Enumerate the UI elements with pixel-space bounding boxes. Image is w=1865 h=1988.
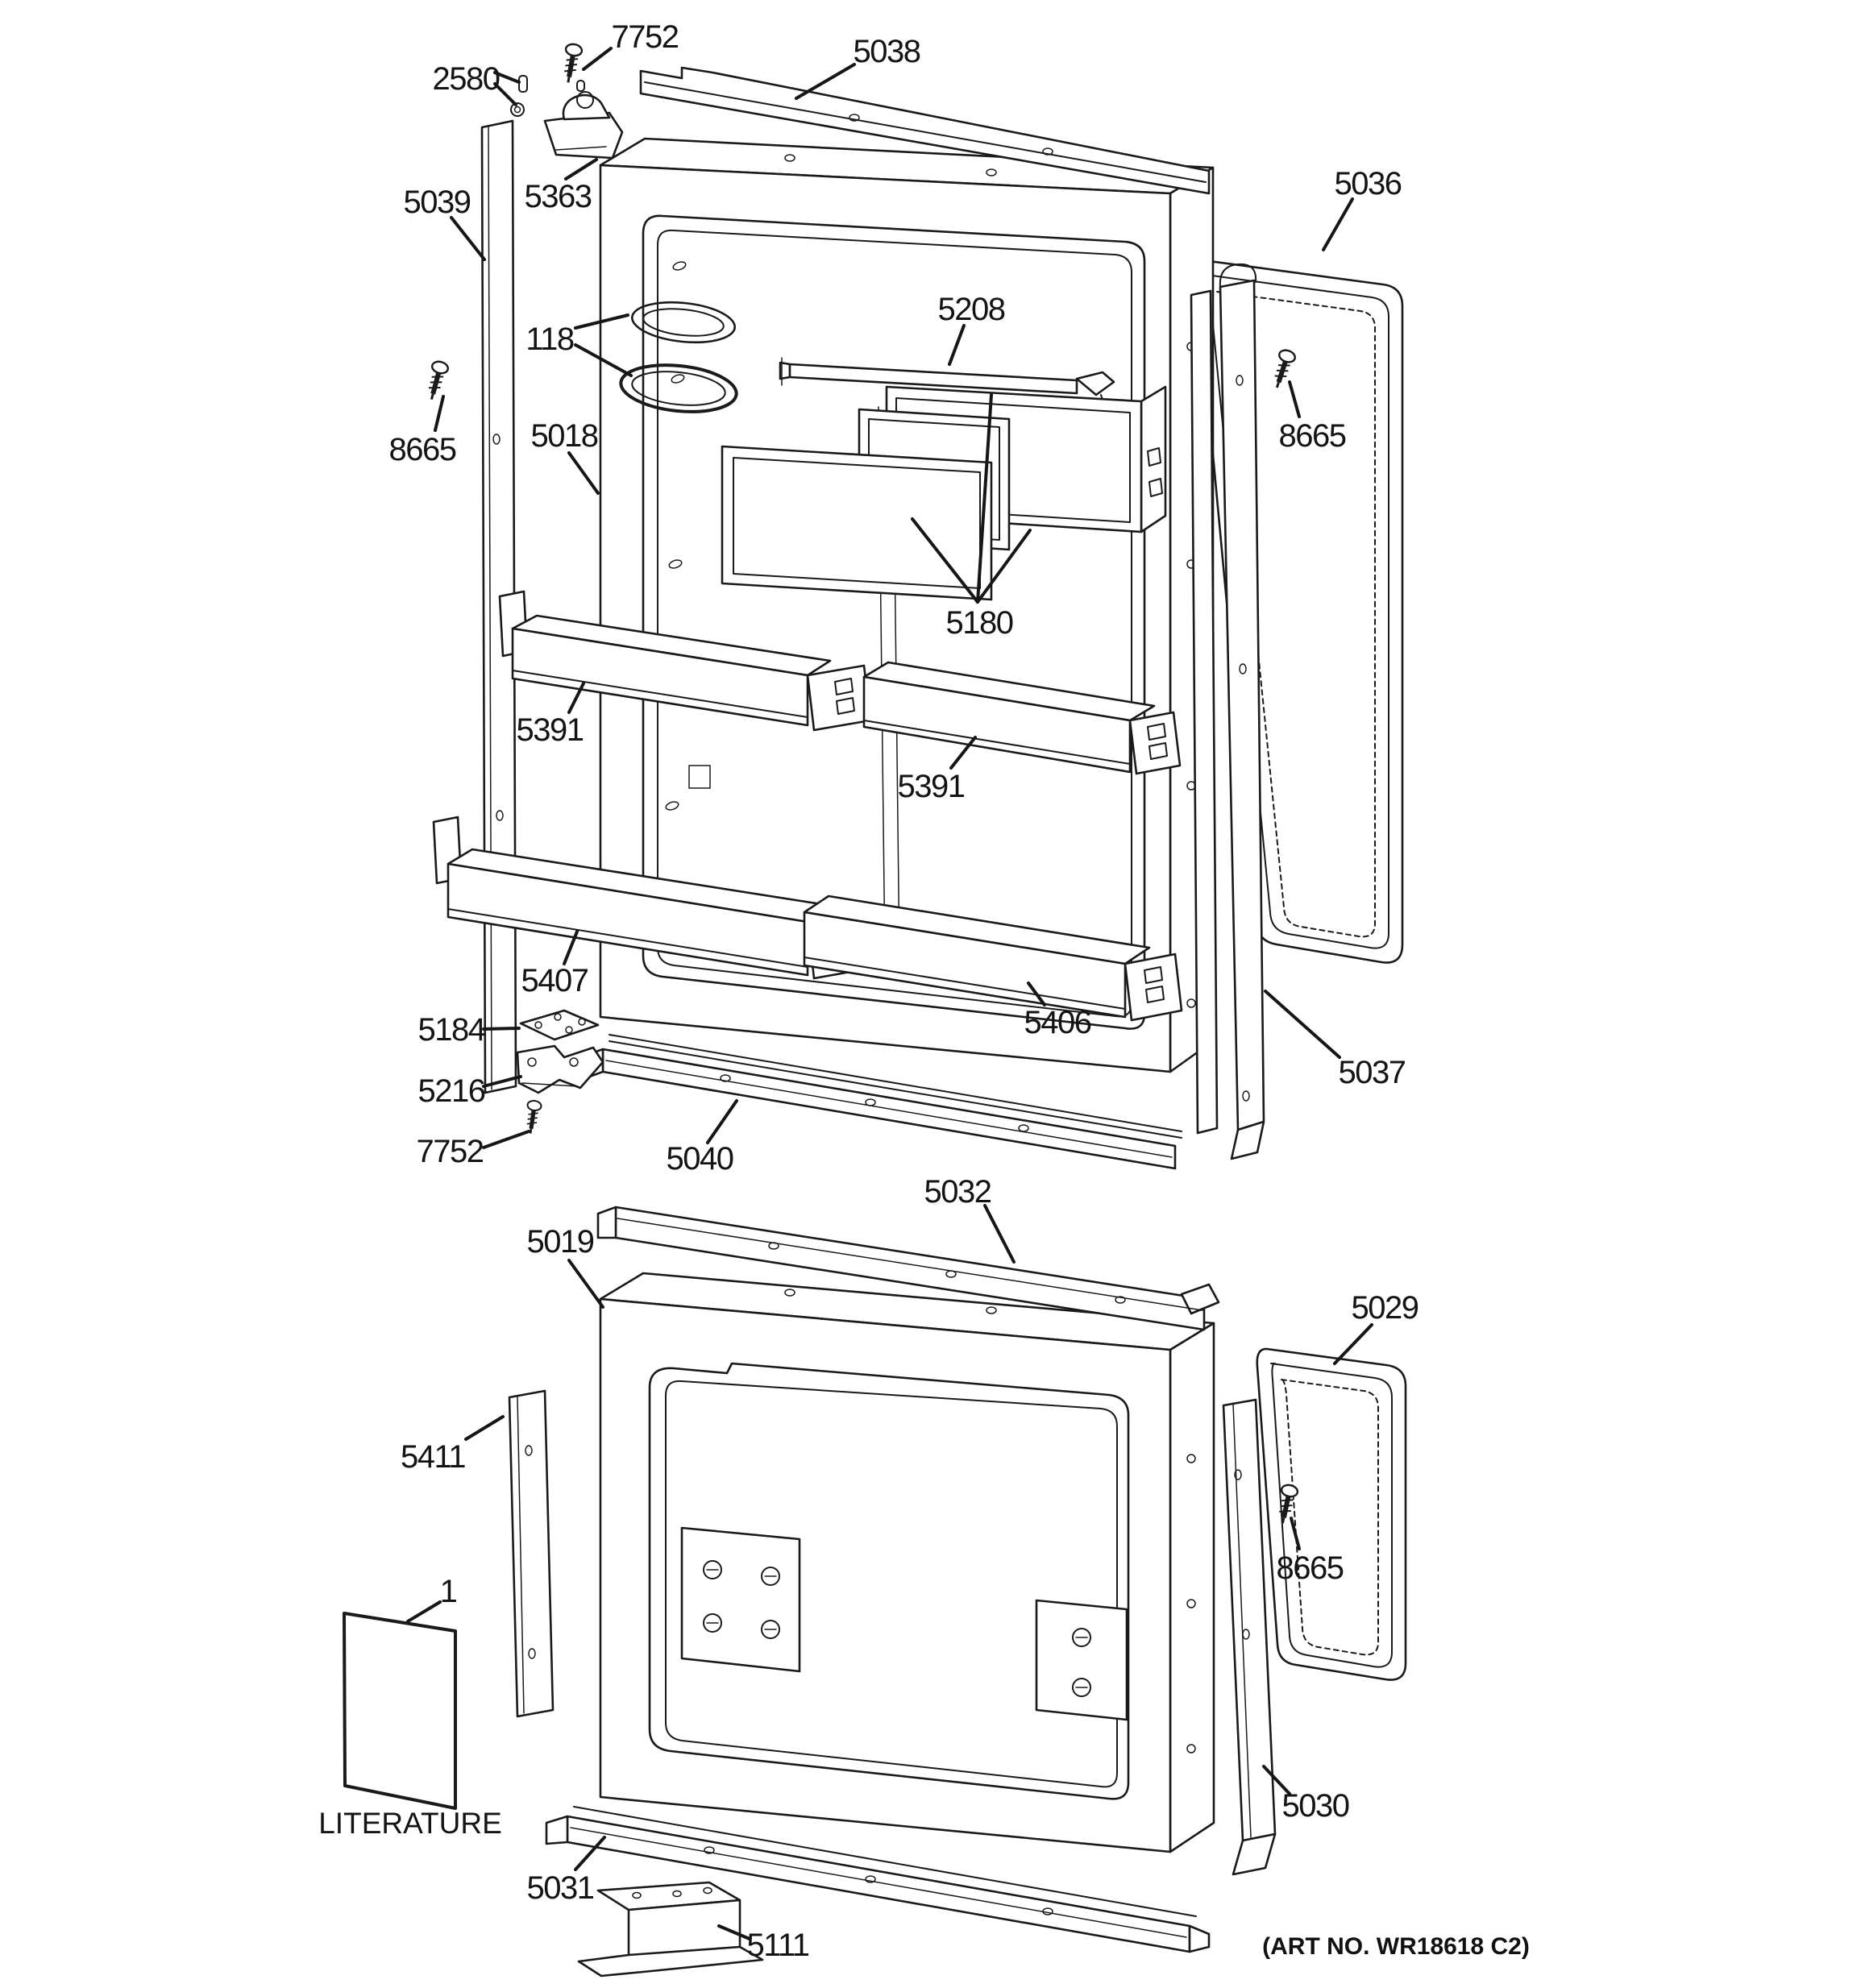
part-5030-side-trim [1222,1398,1277,1876]
callout-leader-5037 [1264,990,1341,1059]
callouts-layer: 7752 2580 5038 5363 5039 5036 118 8665 5018 5208 8… [389,19,1420,1963]
callout-5391-right: 5391 [898,769,965,804]
callout-leader-5407 [563,930,579,965]
part-5039-side-trim [480,119,517,1094]
callout-5208: 5208 [938,292,1005,327]
callout-leader-7752-top [582,47,613,71]
callout-5037: 5037 [1339,1055,1406,1090]
part-5019-freezer-door [599,1272,1215,1853]
screw-icon-7752-bottom [524,1100,542,1135]
callout-leader-8665-left [434,395,445,432]
callout-5018: 5018 [531,418,598,454]
part-5032-freezer-top-trim-bar [596,1206,1220,1331]
callout-leader-5018 [567,451,600,495]
callout-leader-5180 [911,517,979,604]
callout-leader-5391-right [949,736,977,770]
callout-5036: 5036 [1335,166,1402,201]
callout-leader-5032 [983,1204,1016,1264]
callout-leader-2580-1 [493,82,517,106]
screw-icon-7752-top [560,43,583,84]
part-5031-freezer-bottom-trim-bar [545,1806,1211,1953]
hinge-plate-left [680,1526,801,1673]
callout-5184: 5184 [418,1012,486,1048]
part-5111-mounting-bracket [577,1881,764,1978]
callout-leader-8665-right [1288,380,1301,418]
callout-leader-5019 [567,1259,604,1309]
callout-leader-5040 [706,1099,738,1144]
part-5216-bottom-hinge-bracket [516,1044,604,1094]
part-118-egg-dishes [619,301,738,413]
callout-8665-left: 8665 [389,432,456,467]
callout-5216: 5216 [418,1073,485,1109]
callout-leader-1 [406,1600,442,1623]
callout-8665-bottom: 8665 [1277,1550,1344,1586]
part-5391-door-bin-upper-right [862,661,1182,775]
callout-leader-5208 [948,324,966,366]
callout-118: 118 [525,322,574,357]
callout-5030: 5030 [1282,1788,1349,1824]
callout-leader-5406 [1027,982,1046,1006]
callout-leader-5180-2 [976,529,1032,604]
callout-leader-5184 [482,1027,521,1031]
callout-leader-5036 [1322,197,1354,251]
literature-sheet [343,1612,457,1810]
callout-7752-top: 7752 [612,19,679,55]
callout-5031: 5031 [527,1870,594,1906]
part-5391-door-bin-upper-left [498,590,872,732]
callout-5411: 5411 [401,1439,465,1475]
part-5038-top-trim-bar [639,66,1211,195]
callout-5406: 5406 [1024,1005,1091,1040]
callout-leader-118-1 [574,343,633,377]
callout-leader-5030 [1262,1765,1291,1795]
callout-5180: 5180 [946,605,1013,641]
callout-leader-5031 [574,1836,606,1871]
callout-leader-5029 [1333,1323,1373,1365]
callout-leader-7752-bottom [482,1130,530,1149]
hinge-plate-right [1035,1599,1128,1721]
callout-8665-right: 8665 [1279,418,1346,454]
part-5029-freezer-door-gasket [1256,1347,1407,1681]
literature-label: LITERATURE [318,1807,502,1840]
callout-5019: 5019 [527,1224,594,1260]
part-5411-side-trim [508,1389,555,1718]
screw-icon-8665-bottom [1275,1484,1299,1525]
screw-icon-8665-right [1269,348,1297,390]
callout-leader-5216 [482,1075,522,1088]
callout-5363: 5363 [525,179,592,214]
callout-7752-bottom: 7752 [417,1134,484,1169]
part-5180-dairy-compartment [721,385,1167,601]
callout-1: 1 [440,1574,457,1609]
part-5037-side-trim [1190,263,1265,1160]
callout-5407: 5407 [521,963,588,998]
callout-5032: 5032 [924,1174,991,1210]
part-5184-hinge-shim-plate [519,1009,600,1041]
callout-leader-2580 [493,71,521,84]
callout-leader-5111 [717,1924,751,1940]
callout-leader-5180-1 [976,393,993,604]
callout-5391-left: 5391 [517,712,584,748]
callout-5040: 5040 [667,1141,733,1177]
callout-5029: 5029 [1352,1290,1418,1326]
callout-leader-5363 [564,158,598,181]
callout-2580: 2580 [433,61,500,97]
callout-leader-118 [574,313,629,330]
callout-5039: 5039 [404,185,471,220]
callout-leader-5411 [464,1415,505,1441]
callout-leader-5391-left [567,682,585,714]
part-5363-top-hinge-bracket [543,80,624,160]
part-5040-bottom-trim-bar [584,1034,1182,1170]
screw-icon-8665-left [424,360,450,402]
callout-leader-5039 [450,216,486,261]
callout-5038: 5038 [854,34,920,69]
part-5406-door-bin-lower-right [803,894,1183,1022]
callout-5111: 5111 [746,1928,808,1963]
callout-leader-8665-bottom [1290,1517,1301,1550]
callout-leader-5038 [795,63,856,100]
art-number: (ART NO. WR18618 C2) [1262,1933,1530,1960]
part-2580-hinge-pin-and-washer [510,75,528,117]
